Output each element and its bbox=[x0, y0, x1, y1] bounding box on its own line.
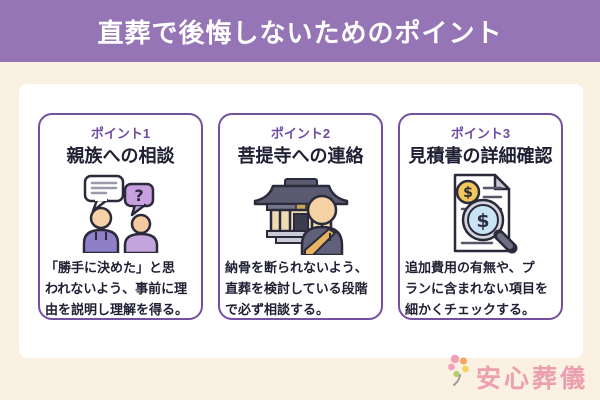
point-3-label: ポイント3 bbox=[450, 126, 511, 141]
svg-text:$: $ bbox=[463, 185, 473, 201]
flower-logo-icon bbox=[447, 353, 473, 392]
point-2-title: 菩提寺への連絡 bbox=[237, 146, 364, 166]
point-card-2: ポイント2 菩提寺への連絡 bbox=[218, 113, 383, 320]
consultation-speech-icon: ? bbox=[40, 171, 201, 255]
points-row: ポイント1 親族への相談 ? bbox=[38, 113, 563, 320]
point-3-description: 追加費用の有無や、プ ランに含まれない項目を 細かくチェックする。 bbox=[405, 260, 549, 317]
page-title: 直葬で後悔しないためのポイント bbox=[97, 17, 503, 48]
point-1-label: ポイント1 bbox=[90, 126, 151, 141]
brand-logo: 安心葬儀 bbox=[447, 353, 588, 392]
point-3-title: 見積書の詳細確認 bbox=[408, 146, 553, 166]
header-banner: 直葬で後悔しないためのポイント bbox=[0, 0, 600, 62]
point-card-3: ポイント3 見積書の詳細確認 $ $ bbox=[398, 113, 563, 320]
point-2-label: ポイント2 bbox=[270, 126, 331, 141]
point-card-1: ポイント1 親族への相談 ? bbox=[38, 113, 203, 320]
content-panel: ポイント1 親族への相談 ? bbox=[19, 84, 583, 358]
brand-name: 安心葬儀 bbox=[475, 365, 588, 393]
svg-text:$: $ bbox=[476, 210, 489, 232]
point-1-title: 親族への相談 bbox=[66, 146, 175, 166]
estimate-magnifier-icon: $ $ bbox=[400, 171, 561, 255]
svg-text:?: ? bbox=[134, 186, 143, 205]
point-1-description: 「勝手に決めた」と思 われないよう、事前に理 由を説明し理解を得る。 bbox=[45, 260, 189, 317]
temple-monk-icon bbox=[220, 171, 381, 255]
point-2-description: 納骨を断られないよう、 直葬を検討している段階 で必ず相談する。 bbox=[225, 260, 368, 317]
